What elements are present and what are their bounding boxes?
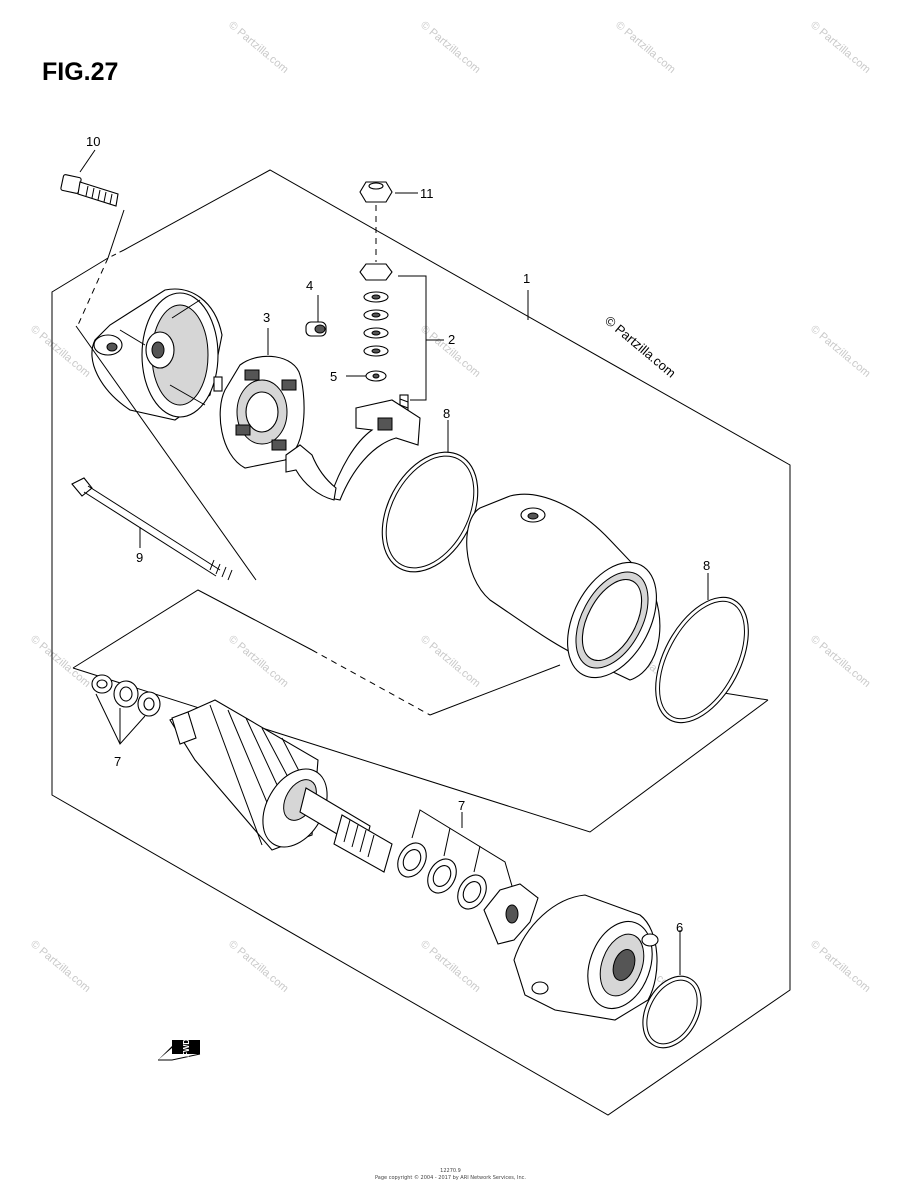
fwd-arrow: FWD bbox=[158, 1039, 201, 1061]
spring-4 bbox=[305, 295, 327, 337]
callout-6: 6 bbox=[676, 920, 683, 935]
callout-11: 11 bbox=[420, 186, 434, 201]
callout-labels: 1 2 3 4 5 6 7 7 8 8 9 10 11 bbox=[86, 134, 710, 935]
motor-yoke bbox=[466, 493, 661, 681]
svg-text:© Partzilla.com: © Partzilla.com bbox=[808, 323, 872, 380]
washers-7-left bbox=[91, 674, 161, 745]
callout-3: 3 bbox=[263, 310, 270, 325]
fwd-label: FWD bbox=[182, 1039, 191, 1057]
svg-text:© Partzilla.com: © Partzilla.com bbox=[226, 633, 290, 690]
washers-7-right bbox=[397, 809, 539, 945]
svg-text:© Partzilla.com: © Partzilla.com bbox=[808, 633, 872, 690]
svg-text:© Partzilla.com: © Partzilla.com bbox=[808, 19, 872, 76]
brush-holder-3 bbox=[213, 355, 305, 469]
assembly-boundary bbox=[51, 169, 791, 1116]
footer-copyright: Page copyright © 2004 - 2017 by ARI Netw… bbox=[375, 1175, 526, 1181]
svg-text:© Partzilla.com: © Partzilla.com bbox=[613, 19, 677, 76]
callout-5: 5 bbox=[330, 369, 337, 384]
callout-7-left: 7 bbox=[114, 754, 121, 769]
footer-code: 12270.9 bbox=[440, 1168, 461, 1174]
callout-10: 10 bbox=[86, 134, 100, 149]
partzilla-watermark: © Partzilla.com bbox=[602, 313, 679, 381]
callout-9: 9 bbox=[136, 550, 143, 565]
callout-8-upper: 8 bbox=[443, 406, 450, 421]
o-ring-8-lower bbox=[655, 573, 749, 724]
end-cover bbox=[91, 288, 223, 421]
through-bolt-9 bbox=[71, 325, 257, 581]
svg-text:© Partzilla.com: © Partzilla.com bbox=[226, 938, 290, 995]
svg-text:© Partzilla.com: © Partzilla.com bbox=[418, 938, 482, 995]
armature bbox=[169, 699, 393, 873]
callout-8-lower: 8 bbox=[703, 558, 710, 573]
terminal-set-2 bbox=[359, 181, 444, 401]
o-ring-6 bbox=[642, 930, 702, 1049]
svg-text:© Partzilla.com: © Partzilla.com bbox=[418, 19, 482, 76]
callout-4: 4 bbox=[306, 278, 313, 293]
svg-text:© Partzilla.com: © Partzilla.com bbox=[226, 19, 290, 76]
svg-text:© Partzilla.com: © Partzilla.com bbox=[28, 938, 92, 995]
figure-title: FIG.27 bbox=[42, 58, 119, 86]
callout-2: 2 bbox=[448, 332, 455, 347]
callout-7-right: 7 bbox=[458, 798, 465, 813]
svg-text:© Partzilla.com: © Partzilla.com bbox=[418, 633, 482, 690]
svg-text:© Partzilla.com: © Partzilla.com bbox=[28, 323, 92, 380]
bolt-10 bbox=[60, 174, 125, 326]
terminal-bracket bbox=[285, 394, 421, 501]
svg-text:© Partzilla.com: © Partzilla.com bbox=[808, 938, 872, 995]
callout-1: 1 bbox=[523, 271, 530, 286]
leader-lines bbox=[79, 149, 529, 377]
front-cover bbox=[513, 894, 659, 1021]
